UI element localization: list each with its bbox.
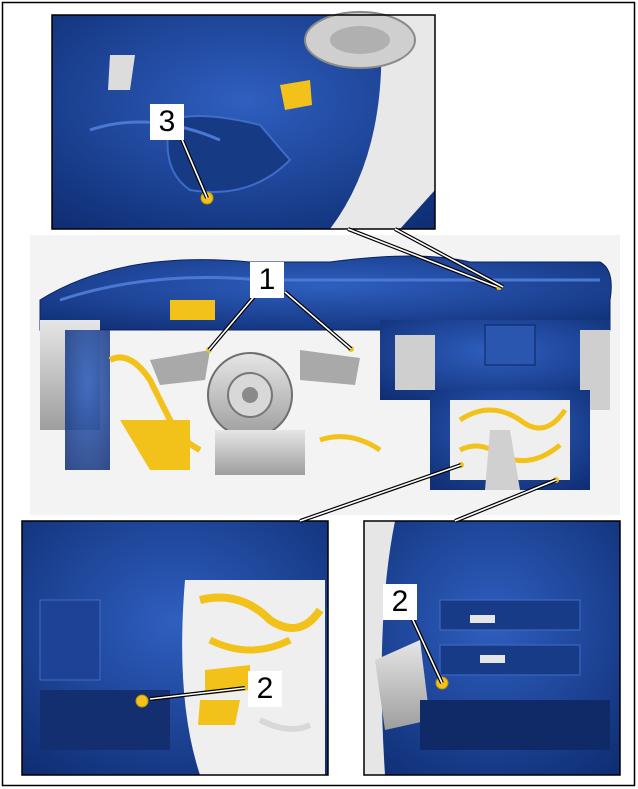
callout-2-right: 2 — [383, 584, 417, 620]
inset-bottom-right — [364, 521, 620, 775]
inset-top-border — [51, 14, 436, 230]
inset-bottom-left — [22, 521, 328, 775]
callout-3: 3 — [150, 104, 184, 140]
inset-top — [52, 11, 435, 229]
main-dashboard-view — [30, 235, 620, 515]
inset-bottom-right-border — [363, 520, 621, 776]
callout-2-left: 2 — [248, 671, 282, 707]
inset-bottom-left-border — [21, 520, 329, 776]
callout-1: 1 — [250, 262, 284, 298]
